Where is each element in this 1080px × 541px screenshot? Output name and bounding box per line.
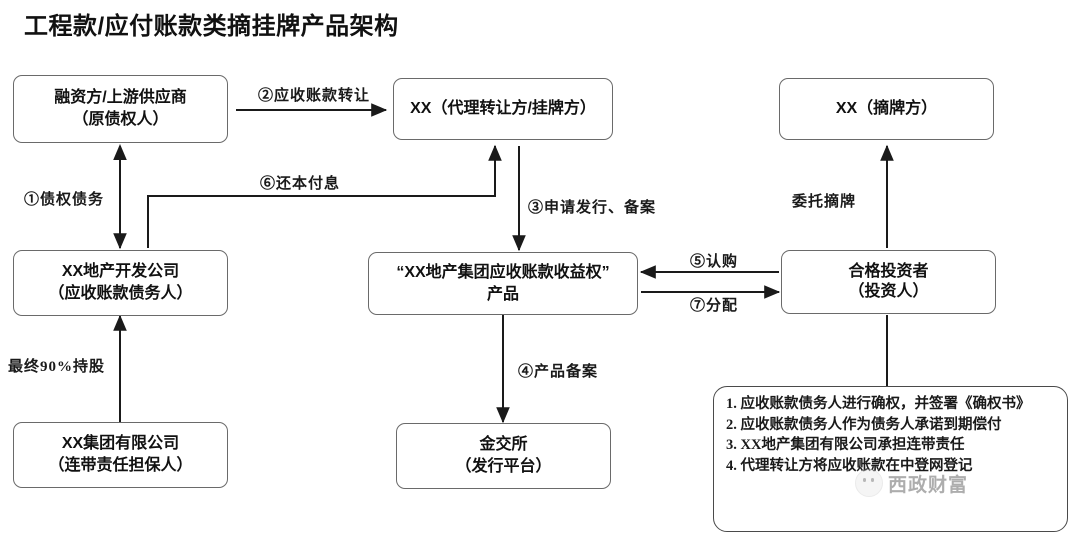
node-financier[interactable]: 融资方/上游供应商 （原债权人） xyxy=(13,75,228,143)
node-financier-line2: （原债权人） xyxy=(72,111,169,128)
node-exchange[interactable]: 金交所 （发行平台） xyxy=(396,423,611,489)
node-investor-line2: （投资人） xyxy=(848,283,929,300)
edge-label-4: ④产品备案 xyxy=(518,364,599,380)
note-item-2: 2. 应收账款债务人作为债务人承诺到期偿付 xyxy=(726,416,1002,433)
node-product-line2: 产品 xyxy=(486,285,519,303)
edge-label-3: ③申请发行、备案 xyxy=(528,200,657,216)
node-exchange-line1: 金交所 xyxy=(479,436,528,454)
node-agent-line1: XX（代理转让方/挂牌方） xyxy=(410,100,596,118)
node-developer-line1: XX地产开发公司 xyxy=(61,263,180,281)
edge-label-holding: 最终90%持股 xyxy=(8,359,106,375)
node-bidder[interactable]: XX（摘牌方） xyxy=(779,78,994,140)
note-box: 1. 应收账款债务人进行确权，并签署《确权书》 2. 应收账款债务人作为债务人承… xyxy=(713,386,1068,532)
note-item-3: 3. XX地产集团有限公司承担连带责任 xyxy=(726,437,965,454)
node-developer-line2: （应收账款债务人） xyxy=(48,285,193,302)
edge-label-7: ⑦分配 xyxy=(690,298,739,314)
page-title: 工程款/应付账款类摘挂牌产品架构 xyxy=(24,13,399,40)
node-product-line1: “XX地产集团应收账款收益权” xyxy=(396,263,610,281)
node-group-line1: XX集团有限公司 xyxy=(61,435,180,453)
node-agent[interactable]: XX（代理转让方/挂牌方） xyxy=(393,78,613,140)
edge-label-entrust: 委托摘牌 xyxy=(792,194,857,210)
node-product[interactable]: “XX地产集团应收账款收益权” 产品 xyxy=(368,252,638,315)
note-item-4: 4. 代理转让方将应收账款在中登网登记 xyxy=(726,457,973,474)
edge-label-6: ⑥还本付息 xyxy=(260,176,341,192)
node-bidder-line1: XX（摘牌方） xyxy=(835,100,938,118)
edge-label-2: ②应收账款转让 xyxy=(258,88,371,104)
note-item-1: 1. 应收账款债务人进行确权，并签署《确权书》 xyxy=(726,396,1031,412)
node-investor-line1: 合格投资者 xyxy=(848,263,929,280)
node-financier-line1: 融资方/上游供应商 xyxy=(54,89,187,107)
edge-label-1: ①债权债务 xyxy=(24,192,105,208)
node-group[interactable]: XX集团有限公司 （连带责任担保人） xyxy=(13,422,228,488)
node-group-line2: （连带责任担保人） xyxy=(48,457,193,474)
node-developer[interactable]: XX地产开发公司 （应收账款债务人） xyxy=(13,250,228,316)
node-investor[interactable]: 合格投资者 （投资人） xyxy=(781,250,996,314)
node-exchange-line2: （发行平台） xyxy=(455,458,552,475)
edge-label-5: ⑤认购 xyxy=(690,254,739,270)
